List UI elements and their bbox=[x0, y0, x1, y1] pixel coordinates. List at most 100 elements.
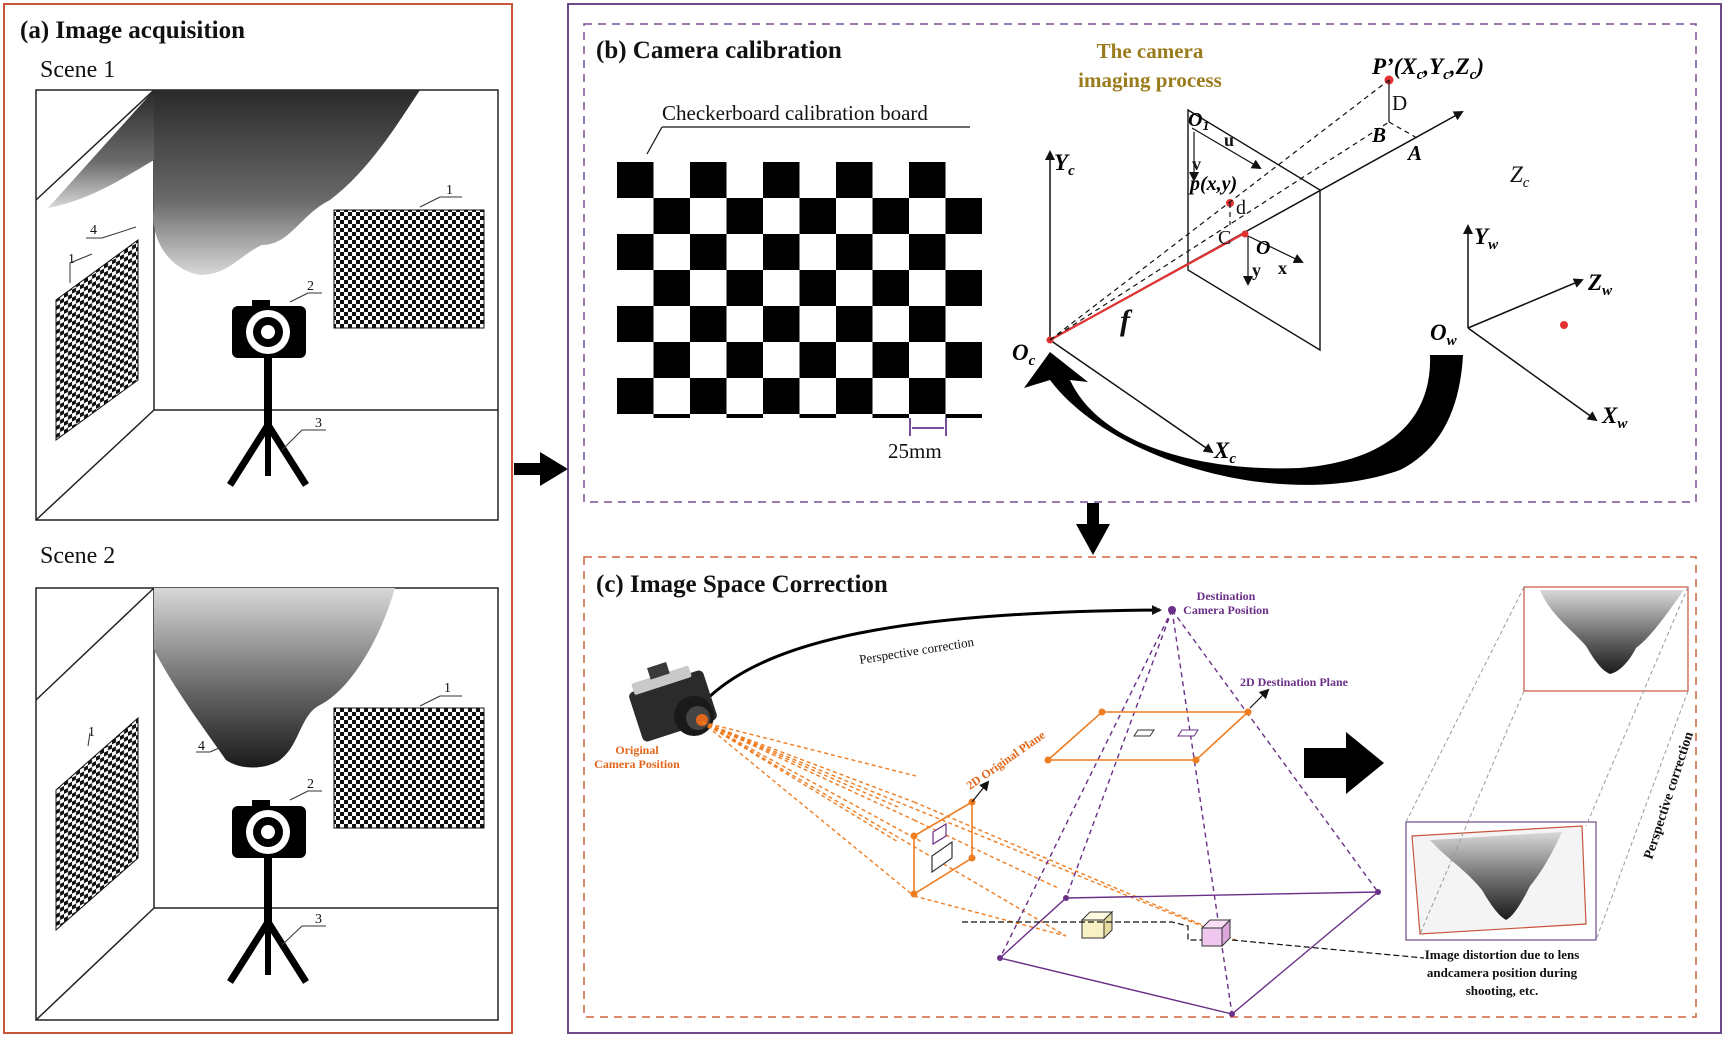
distorted-image bbox=[1405, 821, 1597, 941]
destination-plane-cell-left bbox=[1133, 729, 1155, 737]
scene-2-label: Scene 2 bbox=[40, 543, 115, 569]
projection-rays bbox=[1049, 79, 1418, 341]
panel-b-title: (b) Camera calibration bbox=[596, 37, 842, 64]
panel-a-title: (a) Image acquisition bbox=[20, 17, 245, 44]
label-p-prime: P’(Xc,Yc,Zc) bbox=[1371, 54, 1484, 83]
callout-3-scene-2: 3 bbox=[315, 912, 322, 927]
axis-label-zc: Zc bbox=[1510, 162, 1530, 191]
cave-ceiling-scene-2 bbox=[154, 588, 395, 768]
label-d-big: D bbox=[1392, 91, 1407, 115]
checkerboard-label-leader bbox=[646, 126, 663, 155]
origin-label-ow: Ow bbox=[1430, 320, 1458, 349]
callout-1-left-scene-1: 1 bbox=[68, 252, 75, 267]
panel-bc-border bbox=[567, 3, 1722, 1034]
distortion-leader bbox=[1231, 939, 1425, 959]
original-plane-cell-bottom bbox=[931, 840, 953, 874]
callout-1-right-scene-2: 1 bbox=[444, 681, 451, 696]
callout-1-left-scene-2: 1 bbox=[88, 725, 95, 740]
origin-label-oc: Oc bbox=[1012, 340, 1036, 369]
transform-arrow bbox=[1024, 352, 1463, 485]
x-axis-image bbox=[1247, 235, 1304, 264]
axis-label-zw: Zw bbox=[1587, 270, 1613, 299]
label-c: C bbox=[1218, 227, 1231, 249]
destination-plane-corners bbox=[1044, 708, 1252, 764]
label-b: B bbox=[1371, 123, 1386, 147]
pyramid-corners bbox=[997, 889, 1381, 1017]
label-distortion-line3: shooting, etc. bbox=[1466, 983, 1539, 998]
label-distortion-line2: andcamera position during bbox=[1427, 965, 1578, 980]
panel-b-camera-calibration: (b) Camera calibration Checkerboard cali… bbox=[583, 23, 1697, 503]
imaging-process-title-line1: The camera bbox=[1097, 39, 1204, 63]
original-camera-icon bbox=[629, 661, 717, 742]
square-size-label: 25mm bbox=[888, 439, 942, 463]
callouts-scene-1 bbox=[69, 196, 462, 451]
square-size-dimension bbox=[909, 418, 947, 436]
callout-4-scene-2: 4 bbox=[198, 739, 205, 754]
world-coordinate-axes bbox=[1463, 224, 1598, 422]
checkerboard-left-scene-2 bbox=[55, 716, 139, 932]
axis-label-xw: Xw bbox=[1601, 403, 1628, 432]
callout-4-scene-1: 4 bbox=[90, 223, 97, 238]
callout-2-scene-2: 2 bbox=[307, 777, 314, 792]
axis-label-yw: Yw bbox=[1474, 224, 1499, 253]
point-c bbox=[1241, 230, 1249, 238]
label-perspective-correction-arc: Perspective correction bbox=[858, 634, 975, 667]
label-destination-line1: Destination bbox=[1197, 589, 1256, 603]
checkerboard-calibration-board bbox=[617, 162, 982, 418]
axis-label-yc: Yc bbox=[1054, 150, 1075, 179]
label-x: x bbox=[1278, 258, 1287, 278]
panel-a-image-acquisition: (a) Image acquisition Scene 1 bbox=[3, 3, 513, 1034]
camera-on-tripod-scene-1 bbox=[227, 300, 309, 487]
label-o: O bbox=[1256, 237, 1270, 259]
destination-plane-cell-right bbox=[1177, 729, 1199, 737]
label-distortion-line1: Image distortion due to lens bbox=[1425, 947, 1580, 962]
label-original-line1: Original bbox=[615, 743, 659, 757]
cave-ceiling-scene-1 bbox=[153, 90, 421, 275]
big-correction-arrow bbox=[1304, 732, 1384, 794]
checkerboard-label: Checkerboard calibration board bbox=[662, 101, 928, 125]
arrow-b-to-c bbox=[1076, 503, 1110, 555]
point-world bbox=[1560, 321, 1568, 329]
axis-label-xc: Xc bbox=[1213, 438, 1236, 467]
camera-coordinate-axes bbox=[1045, 111, 1464, 454]
callout-2-scene-1: 2 bbox=[307, 279, 314, 294]
corrected-image bbox=[1523, 586, 1689, 692]
panel-c-title: (c) Image Space Correction bbox=[596, 571, 888, 598]
label-original-plane: 2D Original Plane bbox=[964, 727, 1048, 792]
label-a: A bbox=[1406, 141, 1422, 165]
imaging-process-title-line2: imaging process bbox=[1078, 68, 1222, 92]
panel-c-image-space-correction: (c) Image Space Correction Perspective c… bbox=[583, 556, 1697, 1018]
checkerboard-right-scene-2 bbox=[333, 707, 485, 829]
original-projection-rays bbox=[701, 721, 1237, 941]
panel-c-border bbox=[583, 556, 1697, 1018]
label-destination-plane: 2D Destination Plane bbox=[1240, 675, 1349, 689]
scene-1: Scene 1 bbox=[35, 57, 499, 521]
camera-on-tripod-scene-2 bbox=[227, 800, 309, 984]
perspective-correction-arc bbox=[706, 605, 1162, 700]
callouts-scene-2 bbox=[87, 695, 462, 946]
destination-pyramid bbox=[998, 609, 1380, 1015]
callout-3-scene-1: 3 bbox=[315, 416, 322, 431]
object-cube-yellow bbox=[1080, 910, 1114, 940]
ground-guide-line bbox=[962, 921, 1202, 941]
scene-1-label: Scene 1 bbox=[40, 57, 115, 83]
label-y: y bbox=[1252, 260, 1261, 280]
label-v: v bbox=[1192, 154, 1201, 174]
label-f: f bbox=[1120, 304, 1133, 337]
label-destination-line2: Camera Position bbox=[1183, 603, 1269, 617]
label-d-small: d bbox=[1236, 197, 1246, 219]
label-original-line2: Camera Position bbox=[594, 757, 680, 771]
focal-length-line bbox=[1049, 233, 1244, 341]
panel-a-border bbox=[3, 3, 513, 1034]
cave-wall-shadow-scene-1 bbox=[48, 90, 154, 208]
label-u: u bbox=[1224, 130, 1234, 150]
label-o1: O1 bbox=[1188, 109, 1209, 134]
scene-2: Scene 2 bbox=[35, 543, 499, 1021]
checkerboard-left-scene-1 bbox=[55, 239, 139, 441]
object-cube-pink bbox=[1200, 918, 1232, 948]
original-plane-corners bbox=[910, 798, 976, 898]
callout-1-right-scene-1: 1 bbox=[446, 183, 453, 198]
original-plane-pointer bbox=[971, 780, 990, 803]
u-axis bbox=[1191, 127, 1262, 170]
checkerboard-right-scene-1 bbox=[333, 209, 485, 329]
